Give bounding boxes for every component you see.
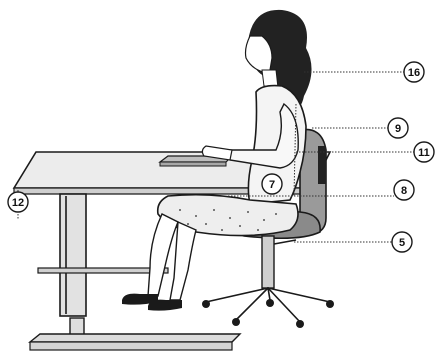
chair-column	[262, 236, 274, 288]
callout-9: 9	[388, 118, 408, 138]
callout-9-label: 9	[395, 123, 401, 135]
callout-8: 8	[394, 180, 414, 200]
callout-7: 7	[262, 174, 282, 194]
callout-5: 5	[392, 232, 412, 252]
callout-11-label: 11	[418, 147, 430, 159]
chair-base	[202, 288, 334, 328]
callout-16-label: 16	[408, 67, 420, 79]
callout-12: 12	[8, 192, 28, 212]
desk-base	[30, 334, 240, 342]
callout-8-label: 8	[401, 185, 407, 197]
callout-16: 16	[404, 62, 424, 82]
callout-11: 11	[414, 142, 434, 162]
desk-leg	[60, 194, 86, 316]
callout-5-label: 5	[399, 237, 405, 249]
callout-7-label: 7	[269, 179, 275, 191]
desk-crossbar	[38, 268, 168, 273]
callout-12-label: 12	[12, 197, 24, 209]
woman-shoe-back	[148, 300, 182, 311]
